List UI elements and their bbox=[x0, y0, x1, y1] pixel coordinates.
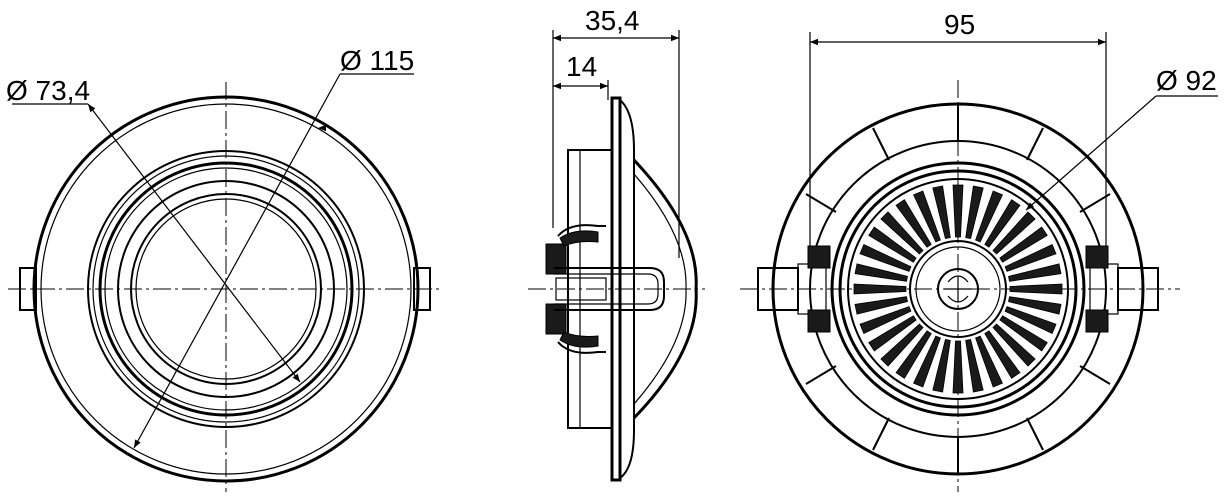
heatsink-fin bbox=[992, 323, 1036, 367]
heatsink-fin bbox=[952, 340, 964, 394]
heatsink-fin bbox=[965, 185, 984, 239]
heatsink-fin bbox=[1004, 244, 1057, 272]
heatsink-fin bbox=[965, 339, 984, 393]
heatsink-fin bbox=[895, 330, 932, 379]
heatsink-fin bbox=[975, 190, 1003, 243]
rear-flange-segments bbox=[805, 104, 1111, 474]
heatsink-fin bbox=[859, 306, 912, 334]
heatsink-fin bbox=[975, 335, 1003, 388]
side-view: 35,4 14 bbox=[528, 5, 705, 482]
dim-side-total: 35,4 bbox=[585, 5, 640, 36]
heatsink-fin bbox=[932, 185, 951, 239]
heatsink-fin bbox=[952, 184, 964, 238]
side-body bbox=[567, 149, 613, 429]
heatsink-fin bbox=[868, 226, 917, 263]
dim-side-body: 14 bbox=[566, 51, 597, 82]
heatsink-fin bbox=[895, 199, 932, 248]
dim-rear-width: 95 bbox=[944, 9, 975, 40]
heatsink-fin bbox=[1004, 306, 1057, 334]
heatsink-fin bbox=[992, 211, 1036, 255]
heatsink-fin bbox=[1008, 263, 1062, 282]
rear-heatsink-fins bbox=[853, 184, 1063, 394]
dim-front-inner: Ø 73,4 bbox=[6, 75, 90, 106]
rear-view: 95 Ø 92 bbox=[740, 9, 1218, 492]
front-view: Ø 73,4 Ø 115 bbox=[6, 45, 440, 492]
heatsink-fin bbox=[999, 315, 1048, 352]
heatsink-fin bbox=[868, 315, 917, 352]
heatsink-fin bbox=[854, 263, 908, 282]
heatsink-fin bbox=[1008, 296, 1062, 315]
heatsink-fin bbox=[984, 199, 1021, 248]
heatsink-fin bbox=[913, 335, 941, 388]
heatsink-fin bbox=[1009, 283, 1063, 295]
heatsink-fin bbox=[880, 211, 924, 255]
side-dome bbox=[632, 158, 698, 420]
heatsink-fin bbox=[999, 226, 1048, 263]
front-left-tab bbox=[19, 267, 37, 311]
rear-right-tab bbox=[1085, 245, 1159, 333]
heatsink-fin bbox=[913, 190, 941, 243]
side-spring-lower bbox=[545, 303, 606, 354]
rear-left-tab bbox=[757, 245, 831, 333]
heatsink-fin bbox=[854, 296, 908, 315]
heatsink-fin bbox=[984, 330, 1021, 379]
side-bracket bbox=[554, 267, 665, 311]
front-right-tab bbox=[413, 267, 431, 311]
heatsink-fin bbox=[880, 323, 924, 367]
side-spring-upper bbox=[545, 224, 606, 275]
heatsink-fin bbox=[932, 339, 951, 393]
rear-center-hub bbox=[937, 268, 979, 310]
heatsink-fin bbox=[859, 244, 912, 272]
dim-rear-cutout: Ø 92 bbox=[1156, 65, 1217, 96]
heatsink-fin bbox=[853, 283, 907, 295]
dim-front-outer: Ø 115 bbox=[340, 45, 414, 76]
front-outer-ring bbox=[32, 95, 420, 483]
